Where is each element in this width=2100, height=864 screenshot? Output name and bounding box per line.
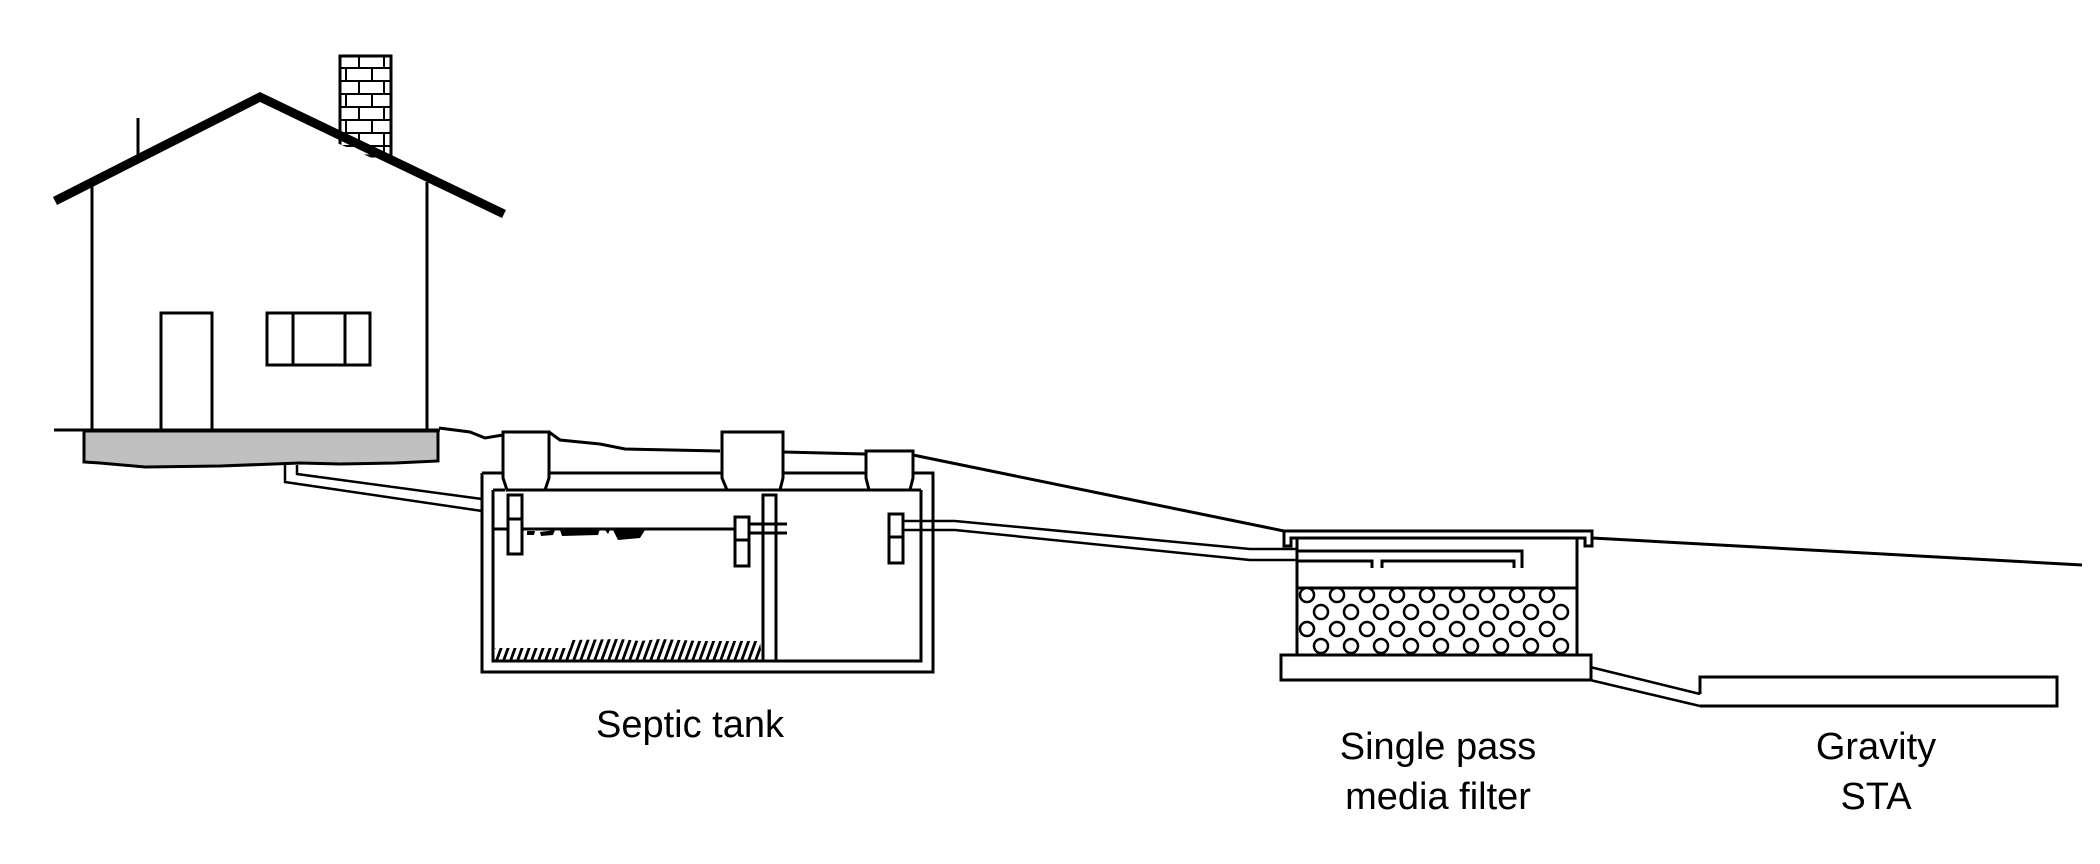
gravity-sta-label: Gravity STA bbox=[1776, 722, 1976, 822]
gravity-sta-label-line1: Gravity bbox=[1815, 726, 1937, 768]
media-filter-label: Single pass media filter bbox=[1288, 722, 1588, 822]
media-filter bbox=[1279, 529, 1594, 682]
gravel-stone bbox=[1462, 637, 1480, 655]
gravel-stone bbox=[1298, 620, 1316, 638]
filter-base bbox=[1279, 653, 1593, 682]
gravel-stone bbox=[1508, 586, 1526, 604]
gravel-stone bbox=[1418, 586, 1436, 604]
gravel-stone bbox=[1552, 637, 1570, 655]
gravel-stone bbox=[1358, 620, 1376, 638]
media-gravel bbox=[1298, 586, 1570, 655]
baffle-wall bbox=[761, 493, 778, 663]
gravel-stone bbox=[1418, 620, 1436, 638]
transfer-tee bbox=[733, 515, 787, 568]
gravel-stone bbox=[1432, 637, 1450, 655]
septic-tank-label-text: Septic tank bbox=[596, 704, 784, 746]
gravel-stone bbox=[1372, 603, 1390, 621]
window bbox=[265, 311, 372, 367]
filter-lid bbox=[1282, 529, 1594, 548]
inlet-pipe bbox=[283, 465, 483, 513]
gravel-stone bbox=[1492, 603, 1510, 621]
foundation bbox=[82, 429, 440, 469]
gravity-sta-label-line2: STA bbox=[1840, 776, 1912, 818]
gravel-stone bbox=[1388, 620, 1406, 638]
gravel-stone bbox=[1358, 586, 1376, 604]
riser-outlet bbox=[864, 449, 915, 492]
media-filter-label-line1: Single pass bbox=[1339, 726, 1537, 768]
gravity-sta bbox=[1698, 675, 2059, 708]
gravel-stone bbox=[1342, 637, 1360, 655]
sludge-layer bbox=[495, 639, 762, 660]
roof bbox=[52, 91, 506, 219]
gravel-stone bbox=[1432, 603, 1450, 621]
gravel-stone bbox=[1538, 586, 1556, 604]
gravel-stone bbox=[1552, 603, 1570, 621]
media-filter-label-line2: media filter bbox=[1345, 776, 1531, 818]
gravel-stone bbox=[1328, 586, 1346, 604]
gravel-stone bbox=[1342, 603, 1360, 621]
gravel-stone bbox=[1522, 637, 1540, 655]
gravel-stone bbox=[1328, 620, 1346, 638]
inlet-tee bbox=[506, 493, 524, 556]
gravel-stone bbox=[1522, 603, 1540, 621]
gravel-stone bbox=[1312, 637, 1330, 655]
gravel-stone bbox=[1538, 620, 1556, 638]
gravel-stone bbox=[1508, 620, 1526, 638]
door bbox=[159, 311, 214, 432]
septic-tank bbox=[480, 430, 935, 674]
gravel-stone bbox=[1448, 586, 1466, 604]
septic-tank-label: Septic tank bbox=[540, 700, 840, 750]
gravel-stone bbox=[1478, 620, 1496, 638]
riser-middle bbox=[720, 430, 785, 492]
effluent-pipe bbox=[903, 519, 1297, 562]
gravel-stone bbox=[1372, 637, 1390, 655]
distribution-pipe bbox=[1297, 549, 1524, 568]
gravel-stone bbox=[1402, 637, 1420, 655]
gravel-stone bbox=[1388, 586, 1406, 604]
riser-inlet bbox=[501, 430, 551, 492]
gravel-stone bbox=[1448, 620, 1466, 638]
scum-layer bbox=[527, 529, 645, 540]
house bbox=[52, 54, 506, 469]
gravel-stone bbox=[1462, 603, 1480, 621]
outlet-tee bbox=[887, 512, 905, 565]
gravel-stone bbox=[1478, 586, 1496, 604]
gravel-stone bbox=[1402, 603, 1420, 621]
drain-pipe bbox=[1589, 665, 1701, 708]
gravel-stone bbox=[1312, 603, 1330, 621]
gravel-stone bbox=[1492, 637, 1510, 655]
ground-surface bbox=[438, 426, 2083, 567]
gravel-stone bbox=[1298, 586, 1316, 604]
